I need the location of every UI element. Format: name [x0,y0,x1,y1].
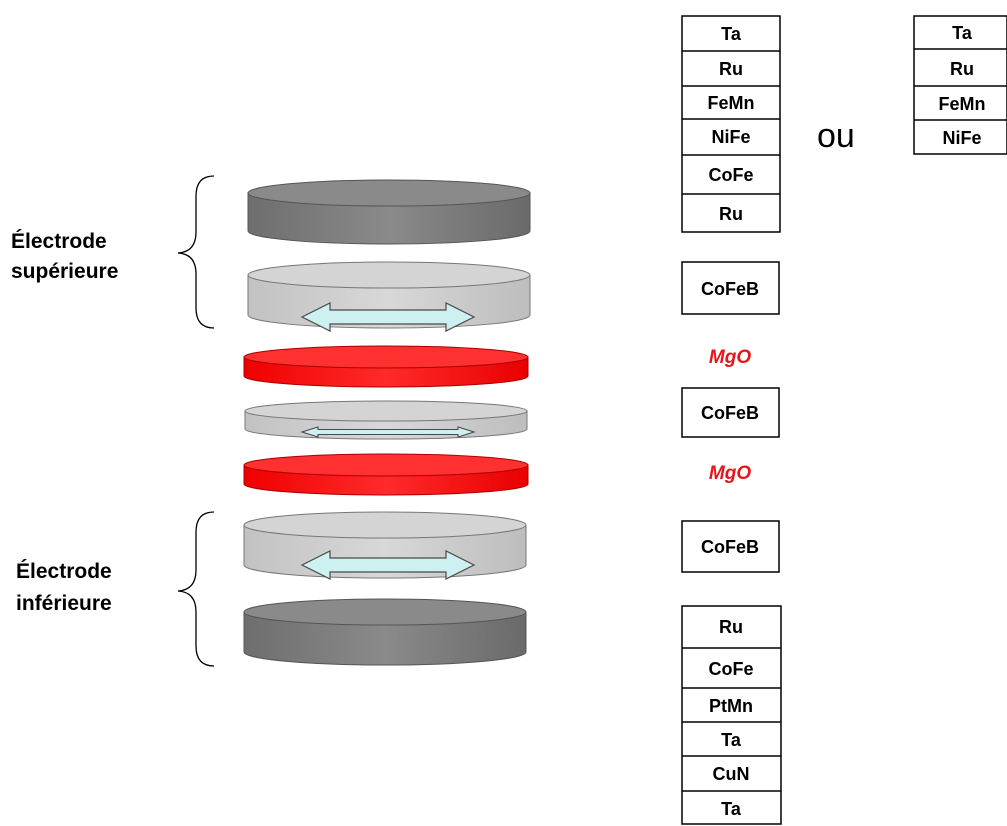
layer-cofeb-top: CoFeB [701,279,759,299]
top-stack-a: Ta Ru FeMn NiFe CoFe Ru [681,15,781,233]
cofeb-middle-box [681,387,780,438]
double-arrow-icon [300,550,476,580]
layer-ta: Ta [721,799,742,819]
bottom-stack: Ru CoFe PtMn Ta CuN Ta [681,605,782,825]
top-electrode-label-line2: supérieure [11,260,118,283]
layer-nife: NiFe [942,128,981,148]
layer-mgo-lower: MgO [709,463,751,484]
bottom-pinned-disk [243,598,527,666]
layer-ru: Ru [950,59,974,79]
layer-ta: Ta [721,24,742,44]
layer-ru: Ru [719,204,743,224]
upper-mgo-disk [243,345,529,388]
top-pinned-disk [247,179,531,245]
layer-ru: Ru [719,59,743,79]
double-arrow-icon [300,302,476,332]
top-electrode-brace-icon [177,175,215,329]
or-label: ou [817,117,855,155]
layer-cun: CuN [713,764,750,784]
cofeb-bottom-box [681,520,780,573]
top-stack-b: Ta Ru FeMn NiFe [913,15,1007,155]
layer-cofeb-bottom: CoFeB [701,537,759,557]
cofeb-top-box [681,261,780,315]
layer-cofe: CoFe [709,165,754,185]
layer-femn: FeMn [708,93,755,113]
lower-mgo-disk [243,453,529,496]
top-electrode-label-line1: Électrode [11,230,107,253]
layer-cofeb-middle: CoFeB [701,403,759,423]
layer-mgo-upper: MgO [709,347,751,368]
layer-femn: FeMn [939,94,986,114]
bottom-electrode-label-line2: inférieure [16,592,112,615]
layer-ru: Ru [719,617,743,637]
layer-ta: Ta [952,23,973,43]
bottom-electrode-label-line1: Électrode [16,560,112,583]
bottom-electrode-brace-icon [177,511,215,667]
layer-ptmn: PtMn [709,696,753,716]
layer-cofe: CoFe [709,659,754,679]
layer-ta: Ta [721,730,742,750]
double-arrow-icon [300,426,476,438]
layer-nife: NiFe [711,127,750,147]
